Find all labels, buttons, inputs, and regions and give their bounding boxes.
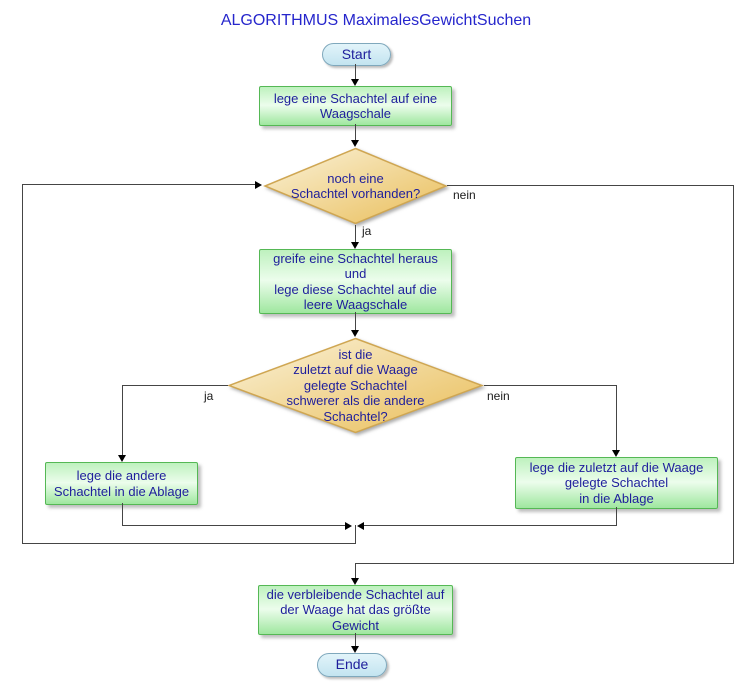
decision-more-boxes-diamond: [263, 147, 448, 225]
end-terminal: Ende: [317, 653, 387, 677]
decision-text: noch eine Schachtel vorhanden?: [290, 170, 421, 202]
process-lay-first-box: lege eine Schachtel auf eine Waagschale: [259, 86, 452, 126]
arrow-head-icon: [351, 646, 359, 653]
connector-line: [355, 64, 356, 80]
process-text: lege eine Schachtel auf eine Waagschale: [273, 90, 438, 122]
connector-line: [355, 563, 734, 564]
arrow-head-icon: [351, 578, 359, 585]
decision-label-wrap: ist die zuletzt auf die Waage gelegte Sc…: [227, 337, 484, 434]
process-grab-box: greife eine Schachtel heraus und lege di…: [259, 249, 452, 314]
process-text: greife eine Schachtel heraus und lege di…: [273, 250, 438, 313]
arrow-head-icon: [351, 330, 359, 337]
process-put-other-box-away: lege die andere Schachtel in die Ablage: [45, 462, 198, 505]
connector-line: [122, 385, 123, 455]
process-text: lege die andere Schachtel in die Ablage: [53, 468, 190, 499]
branch-label-ja: ja: [362, 224, 372, 238]
branch-label-ja: ja: [204, 389, 214, 403]
connector-line: [355, 525, 356, 544]
connector-line: [484, 385, 617, 386]
start-label: Start: [341, 45, 372, 62]
connector-line: [355, 124, 356, 141]
connector-line: [355, 563, 356, 578]
branch-label-nein: nein: [487, 389, 510, 403]
connector-line: [22, 184, 23, 544]
diagram-title: ALGORITHMUS MaximalesGewichtSuchen: [220, 12, 532, 29]
connector-line: [122, 503, 123, 526]
end-label: Ende: [335, 656, 369, 673]
arrow-head-icon: [345, 522, 352, 530]
connector-line: [355, 225, 356, 243]
start-terminal: Start: [322, 43, 391, 66]
connector-line: [122, 525, 346, 526]
connector-line: [355, 312, 356, 330]
decision-label-wrap: noch eine Schachtel vorhanden?: [263, 147, 448, 225]
process-text: die verbleibende Schachtel auf der Waage…: [266, 586, 445, 633]
decision-text: ist die zuletzt auf die Waage gelegte Sc…: [286, 346, 425, 424]
connector-line: [447, 185, 734, 186]
process-put-last-box-away: lege die zuletzt auf die Waage gelegte S…: [515, 457, 718, 509]
arrow-head-icon: [351, 242, 359, 249]
arrow-head-icon: [357, 522, 364, 530]
process-result: die verbleibende Schachtel auf der Waage…: [258, 585, 453, 635]
connector-line: [733, 185, 734, 564]
connector-line: [616, 385, 617, 450]
arrow-head-icon: [612, 450, 620, 457]
arrow-head-icon: [351, 140, 359, 147]
decision-heavier-diamond: [227, 337, 484, 434]
connector-line: [355, 633, 356, 646]
connector-line: [22, 184, 256, 185]
branch-label-nein: nein: [453, 188, 476, 202]
arrow-head-icon: [351, 79, 359, 86]
connector-line: [22, 543, 356, 544]
arrow-head-icon: [118, 455, 126, 462]
connector-line: [122, 385, 228, 386]
arrow-head-icon: [255, 181, 262, 189]
connector-line: [616, 507, 617, 526]
connector-line: [364, 525, 617, 526]
process-text: lege die zuletzt auf die Waage gelegte S…: [529, 459, 704, 506]
